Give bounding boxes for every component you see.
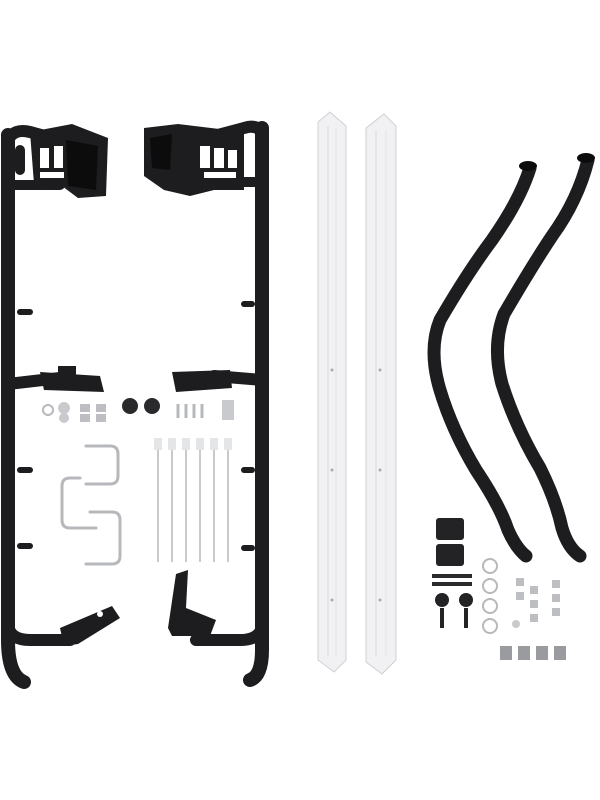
tube-end-caps: [519, 153, 595, 171]
right-top-bracket: [144, 124, 244, 196]
hardware-cluster-left: [42, 398, 234, 423]
curved-tubes: [427, 153, 595, 563]
u-bolts: [60, 444, 122, 566]
left-top-bracket: [30, 124, 108, 198]
hardware-cluster-right: [432, 518, 566, 660]
aluminium-rail-left: [317, 111, 347, 673]
left-bottom-bracket: [60, 606, 120, 646]
left-frame: [1, 125, 76, 689]
right-bottom-bracket: [168, 570, 216, 636]
left-middle-bracket: [40, 366, 104, 392]
aluminium-rail-right: [365, 113, 397, 675]
long-bolts: [154, 438, 232, 562]
right-middle-bracket: [172, 370, 232, 392]
